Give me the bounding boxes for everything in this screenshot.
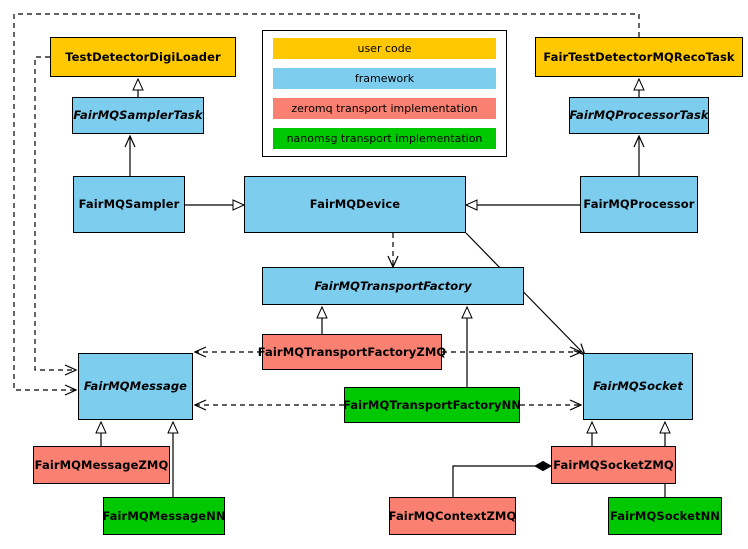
class-box-fairtestdetectormqrecotask[interactable]: FairTestDetectorMQRecoTask [535, 37, 743, 77]
class-box-fairmqcontextzmq[interactable]: FairMQContextZMQ [389, 497, 516, 535]
class-box-fairmqtransportfactory[interactable]: FairMQTransportFactory [262, 267, 524, 305]
class-box-fairmqsocketnn[interactable]: FairMQSocketNN [608, 497, 722, 535]
class-box-fairmqmessagezmq[interactable]: FairMQMessageZMQ [33, 446, 170, 484]
class-box-fairmqsocketzmq[interactable]: FairMQSocketZMQ [551, 446, 676, 484]
class-box-fairmqtransportfactorynn[interactable]: FairMQTransportFactoryNN [343, 387, 521, 423]
edge-digiloader-message [34, 56, 76, 370]
legend-item-zeromq: zeromq transport implementation [273, 98, 496, 119]
legend-item-user-code: user code [273, 38, 496, 59]
legend-item-nanomsg: nanomsg transport implementation [273, 128, 496, 149]
class-box-fairmqmessagenn[interactable]: FairMQMessageNN [102, 497, 226, 535]
class-box-fairmqprocessor[interactable]: FairMQProcessor [580, 176, 698, 233]
class-box-fairmqdevice[interactable]: FairMQDevice [244, 176, 466, 233]
class-box-testdetectordigiloader[interactable]: TestDetectorDigiLoader [50, 37, 236, 77]
class-box-fairmqsamplertask[interactable]: FairMQSamplerTask [72, 97, 204, 134]
class-box-fairmqmessage[interactable]: FairMQMessage [78, 353, 193, 420]
edge-socketzmq-contextzmq [452, 466, 551, 497]
legend-item-framework: framework [273, 68, 496, 89]
class-box-fairmqtransportfactoryzmq[interactable]: FairMQTransportFactoryZMQ [258, 334, 446, 370]
class-box-fairmqsocket[interactable]: FairMQSocket [583, 353, 693, 420]
class-box-fairmqprocessortask[interactable]: FairMQProcessorTask [569, 97, 709, 134]
legend-box: user code framework zeromq transport imp… [262, 30, 507, 157]
class-box-fairmqsampler[interactable]: FairMQSampler [73, 176, 185, 233]
